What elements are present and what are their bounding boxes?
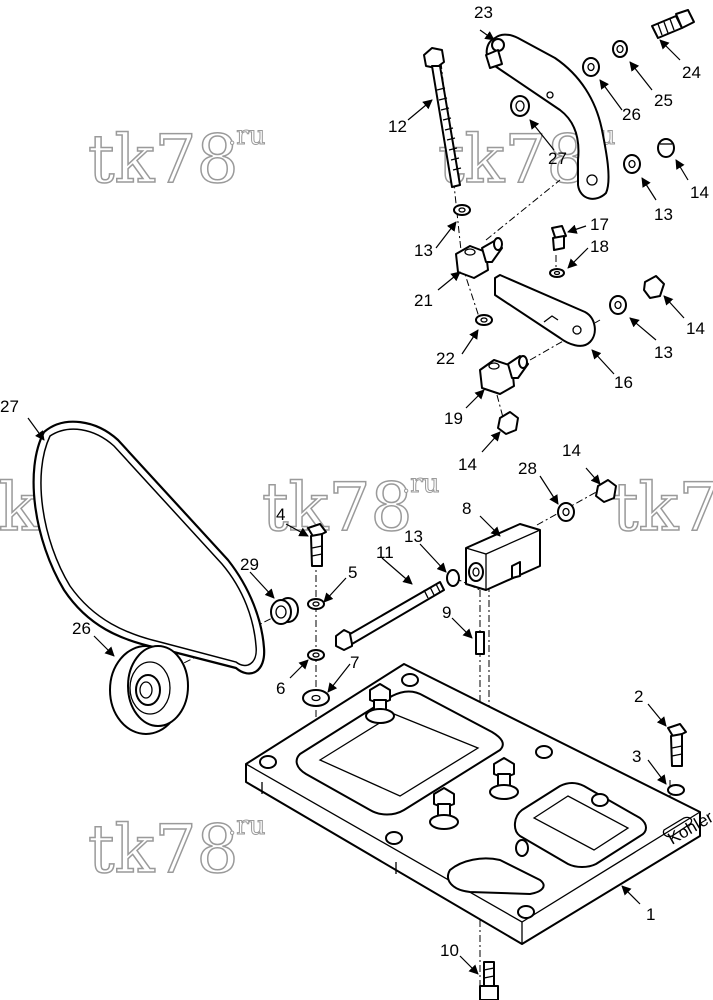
washer-28 — [557, 502, 575, 522]
washers-23-24 — [582, 40, 675, 174]
callout-25: 27 — [548, 149, 567, 168]
part-11-long-bolt — [335, 581, 445, 651]
callout-14-a: 14 — [690, 183, 709, 202]
watermark-suffix: .ru — [228, 121, 265, 151]
part-4-bolt — [307, 523, 327, 567]
callout-10: 10 — [440, 941, 459, 960]
part-3-washer — [667, 784, 685, 796]
part-1-base-plate — [245, 663, 701, 945]
part-18-eccentric-nut — [479, 355, 529, 395]
washer-13-lower — [446, 569, 460, 587]
callout-29: 29 — [240, 555, 259, 574]
callout-1: 1 — [646, 905, 655, 924]
watermark-suffix: .ru — [228, 811, 265, 841]
callout-14-d: 14 — [562, 441, 581, 460]
callout-18: 19 — [444, 409, 463, 428]
callout-7: 7 — [350, 653, 359, 672]
callout-3: 3 — [632, 747, 641, 766]
watermark-text: tk78 — [262, 469, 413, 546]
callout-16: 17 — [590, 215, 609, 234]
callout-28: 28 — [518, 459, 537, 478]
part-9-pin — [475, 631, 485, 655]
part-21-bracket — [485, 33, 610, 200]
callout-4: 4 — [276, 505, 285, 524]
part-20-washer — [475, 314, 493, 326]
callout-14-c: 14 — [458, 455, 477, 474]
callout-8: 8 — [462, 499, 471, 518]
callout-14-b: 14 — [686, 319, 705, 338]
callout-labels: 23 12 24 25 26 27 14 13 13 17 18 21 14 1… — [0, 3, 709, 960]
callout-26: 26 — [72, 619, 91, 638]
part-26-pulley — [109, 645, 189, 735]
nut-14 — [497, 411, 519, 435]
callout-6: 6 — [276, 679, 285, 698]
watermark-text: tk78 — [612, 469, 713, 546]
callout-15: 16 — [614, 373, 633, 392]
watermark-suffix: .ru — [402, 469, 439, 499]
callout-22: 24 — [682, 63, 701, 82]
part-22-bolt — [651, 9, 695, 39]
washer-13 — [453, 204, 471, 216]
callout-5: 5 — [348, 563, 357, 582]
callout-leaders — [27, 29, 689, 975]
part-16-bolt — [549, 225, 567, 278]
washers-13-14-right — [609, 275, 665, 315]
watermark-text: tk78 — [88, 121, 239, 198]
callout-20: 22 — [436, 349, 455, 368]
washers-5-6-7 — [302, 598, 330, 707]
part-8-block — [465, 523, 541, 591]
callout-12: 12 — [388, 117, 407, 136]
watermark-text: tk78 — [88, 811, 239, 888]
part-15-arm — [494, 274, 596, 347]
callout-13-d: 13 — [404, 527, 423, 546]
callout-17: 18 — [590, 237, 609, 256]
part-19-eccentric-nut — [455, 237, 503, 279]
callout-2: 2 — [634, 687, 643, 706]
nut-14-block — [595, 479, 617, 503]
callout-11: 11 — [376, 543, 394, 562]
callout-13-a: 13 — [654, 205, 673, 224]
callout-27: 27 — [0, 397, 19, 416]
callout-19: 21 — [414, 291, 433, 310]
part-12-long-bolt — [423, 47, 462, 188]
watermark-text: tk78 — [438, 121, 589, 198]
callout-13-c: 13 — [654, 343, 673, 362]
callout-24: 26 — [622, 105, 641, 124]
part-27-belt — [32, 420, 266, 675]
plate-mounting-studs — [259, 673, 609, 919]
part-29-spacer — [270, 597, 299, 625]
callout-21: 23 — [474, 3, 493, 22]
callout-23: 25 — [654, 91, 673, 110]
part-10-bolt — [479, 961, 499, 1000]
part-2-bolt — [667, 723, 687, 767]
callout-9: 9 — [442, 603, 451, 622]
callout-13-b: 13 — [414, 241, 433, 260]
